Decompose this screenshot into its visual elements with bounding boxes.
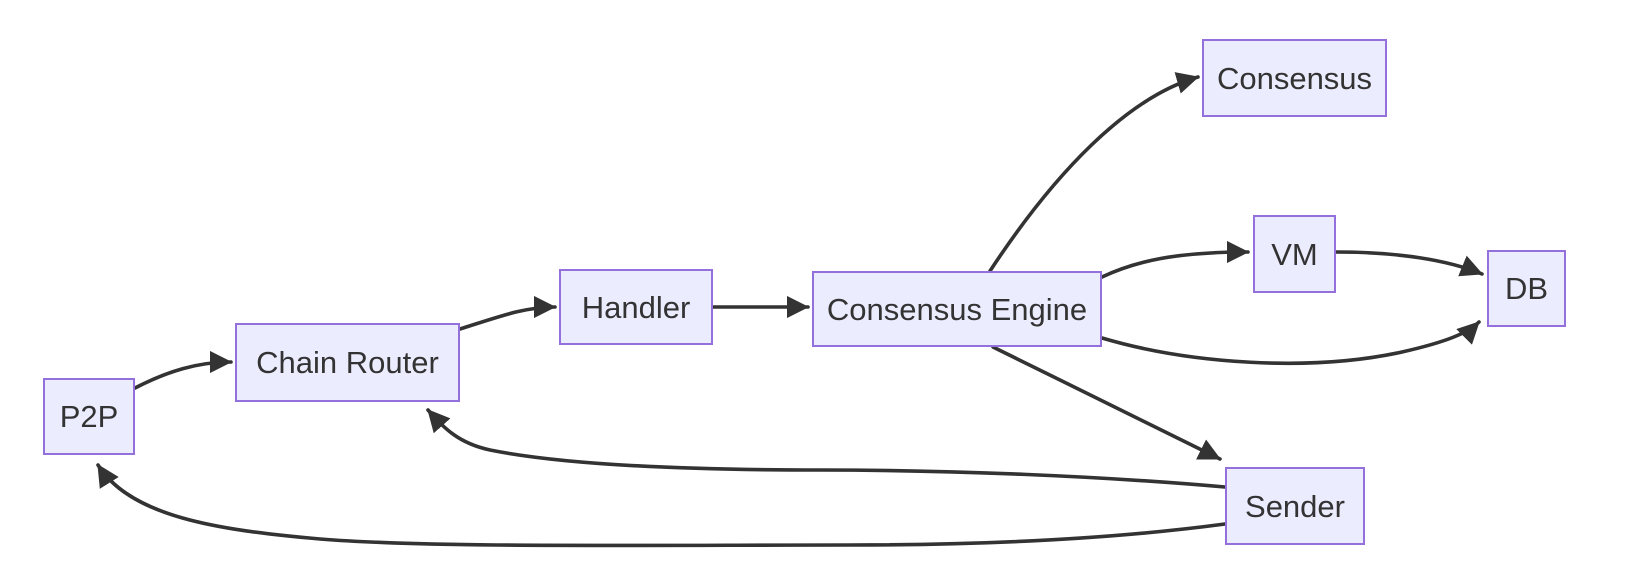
edge-consensus-engine-to-consensus — [988, 72, 1200, 273]
node-handler: Handler — [559, 269, 713, 345]
node-chain-router-label: Chain Router — [256, 345, 439, 380]
edge-consensus-engine-to-vm — [1100, 240, 1250, 279]
node-sender: Sender — [1225, 467, 1365, 545]
node-consensus-engine: Consensus Engine — [812, 271, 1102, 347]
node-chain-router: Chain Router — [235, 323, 460, 402]
node-consensus-engine-label: Consensus Engine — [826, 291, 1088, 327]
node-p2p: P2P — [43, 378, 135, 455]
node-consensus: Consensus — [1202, 39, 1387, 117]
node-handler-label: Handler — [581, 289, 691, 325]
edge-consensus-engine-to-sender — [991, 345, 1222, 461]
node-p2p-label: P2P — [59, 399, 119, 434]
node-db: DB — [1487, 250, 1566, 327]
edge-chain-router-to-handler — [458, 295, 557, 331]
edge-sender-to-p2p — [96, 463, 1227, 548]
node-vm-label: VM — [1271, 236, 1318, 272]
node-vm: VM — [1253, 215, 1336, 293]
edge-consensus-engine-to-db — [1100, 320, 1481, 366]
edge-p2p-to-chain-router — [133, 350, 233, 390]
edge-vm-to-db — [1334, 250, 1484, 277]
edge-sender-to-chain-router — [426, 408, 1227, 489]
node-db-label: DB — [1504, 271, 1549, 306]
node-consensus-label: Consensus — [1216, 60, 1373, 96]
node-sender-label: Sender — [1245, 488, 1345, 524]
